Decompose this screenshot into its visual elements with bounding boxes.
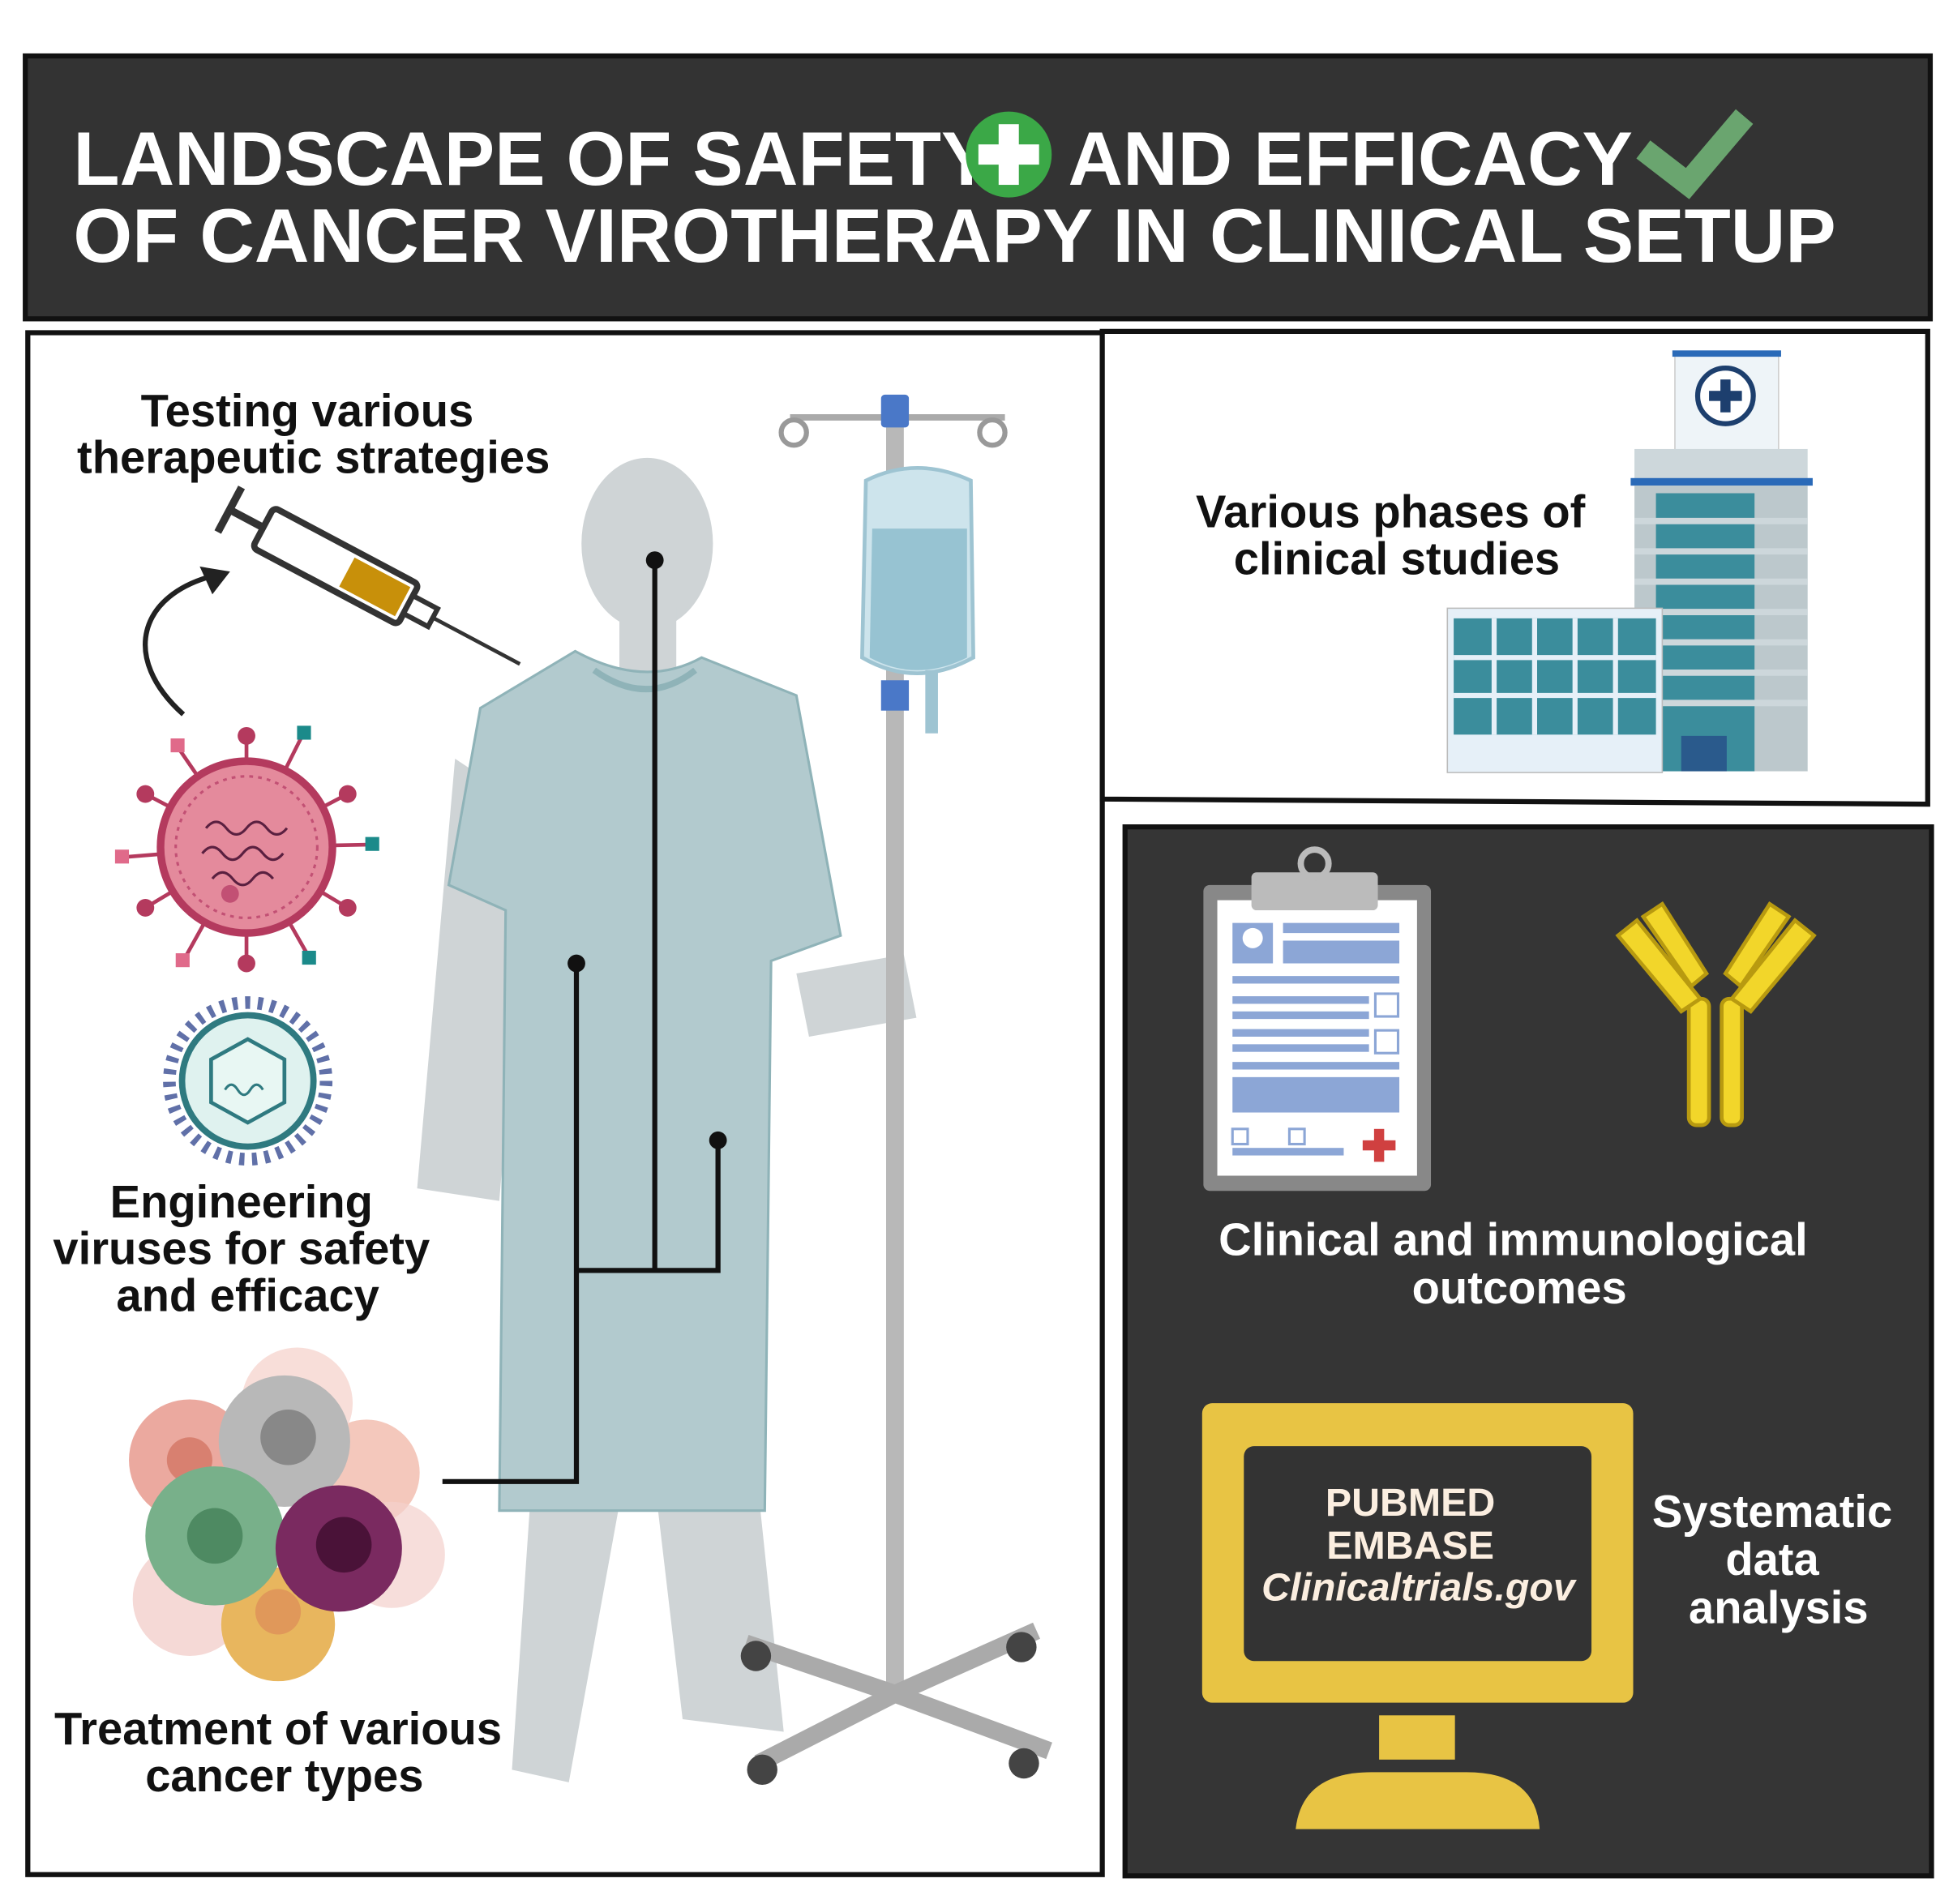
database-clinicaltrials: Clinicaltrials.gov — [1261, 1565, 1578, 1609]
header: LANDSCAPE OF SAFETY AND EFFICACY OF CANC… — [23, 53, 1934, 322]
syringe-icon — [214, 486, 521, 666]
cancer-cells-icon — [129, 1347, 445, 1682]
virus-icon — [114, 725, 379, 973]
bottom-right-panel: Clinical and immunological outcomes PUBM… — [1122, 824, 1934, 1879]
iv-stand-icon — [740, 394, 1052, 1786]
plus-circle-icon — [966, 111, 1052, 198]
monitor-icon — [1201, 1403, 1634, 1829]
hospital-icon — [1446, 350, 1813, 773]
title-line2: OF CANCER VIROTHERAPY IN CLINICAL SETUP — [73, 193, 1835, 278]
testing-label: Testing various therapeutic strategies — [77, 385, 550, 483]
left-panel: Testing various therapeutic strategies — [25, 330, 1105, 1877]
engineering-label: Engineering viruses for safety and effic… — [53, 1176, 442, 1320]
database-list: PUBMED EMBASE Clinicaltrials.gov — [1261, 1481, 1578, 1609]
title-line1-part1: LANDSCAPE OF SAFETY — [73, 116, 991, 201]
arrow-icon — [143, 572, 216, 717]
treatment-label: Treatment of various cancer types — [54, 1703, 515, 1801]
clipboard-icon — [1203, 846, 1432, 1192]
antibody-icon — [1615, 901, 1817, 1127]
title-line1-part2: AND EFFICACY — [1069, 116, 1633, 201]
outcomes-label: Clinical and immunological outcomes — [1218, 1214, 1820, 1313]
database-pubmed: PUBMED — [1326, 1481, 1495, 1525]
top-right-panel: Various phases of clinical studies — [1099, 328, 1930, 807]
virus-icon — [163, 996, 333, 1166]
phases-label: Various phases of clinical studies — [1196, 486, 1598, 584]
header-background — [23, 53, 1934, 322]
analysis-label: Systematic data analysis — [1652, 1486, 1905, 1633]
checkmark-icon — [1636, 109, 1754, 199]
database-embase: EMBASE — [1326, 1524, 1494, 1568]
